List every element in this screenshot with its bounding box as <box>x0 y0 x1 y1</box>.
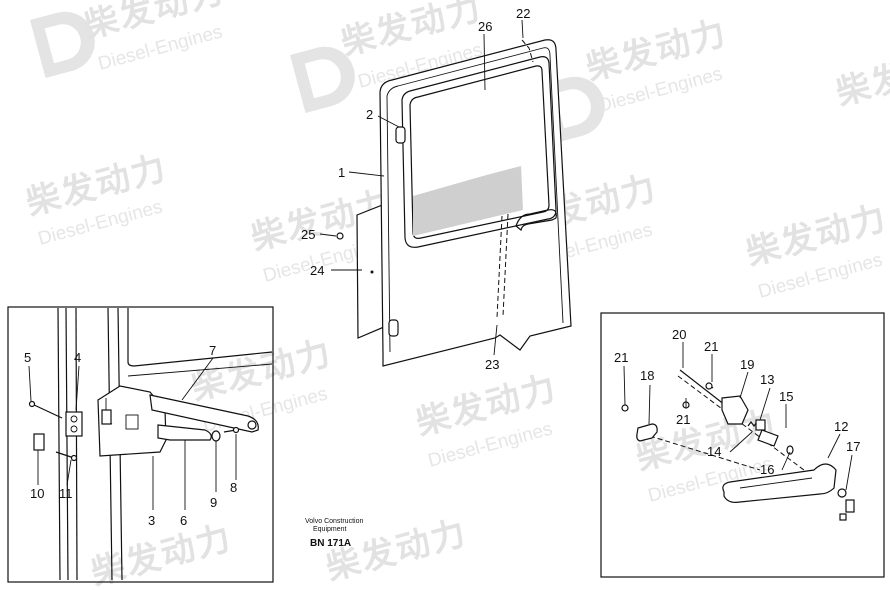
callout-15: 15 <box>779 389 793 404</box>
callout-18: 18 <box>640 368 654 383</box>
bolt-5 <box>31 403 63 419</box>
callout-2: 2 <box>366 107 373 122</box>
spindle-20 <box>679 369 726 406</box>
latch-body-3 <box>97 385 167 457</box>
callout-4: 4 <box>74 350 81 365</box>
drawing-credits: Volvo Construction Equipment BN 171A <box>305 518 363 549</box>
callout-21a: 21 <box>614 350 628 365</box>
window-seal-22 <box>521 39 534 63</box>
screw-21a <box>621 404 629 412</box>
sleeve-16 <box>757 429 779 447</box>
striker-4 <box>65 411 83 437</box>
handle-detail-panel <box>600 312 885 578</box>
callout-19: 19 <box>740 357 754 372</box>
callout-10: 10 <box>30 486 44 501</box>
hinge-top-2 <box>395 126 406 144</box>
credit-line-1: Volvo Construction <box>305 518 363 525</box>
callout-20: 20 <box>672 327 686 342</box>
grab-handle-12 <box>722 463 837 503</box>
linkage-rod-7 <box>149 394 259 433</box>
door-callouts: 1 2 22 26 25 24 23 <box>301 6 530 372</box>
latch-callouts: 5 4 7 8 9 6 3 10 11 <box>24 343 237 528</box>
callout-16: 16 <box>760 462 774 477</box>
callout-21c: 21 <box>676 412 690 427</box>
latch-detail-panel <box>7 306 274 583</box>
screw-21b <box>705 382 713 390</box>
plate-10 <box>33 433 45 451</box>
handle-detail-frame <box>600 312 885 578</box>
callout-5: 5 <box>24 350 31 365</box>
lock-cylinder-17 <box>837 488 847 498</box>
door-strip-23 <box>496 215 503 319</box>
callout-8: 8 <box>230 480 237 495</box>
watermark-logo-icon <box>30 11 95 78</box>
callout-12: 12 <box>834 419 848 434</box>
callout-9: 9 <box>210 495 217 510</box>
window-shadow <box>413 165 523 236</box>
watermark-cn-12: 柴发动力 <box>87 519 236 590</box>
hinge-bottom <box>388 319 399 337</box>
watermark-logo-icon <box>290 46 355 113</box>
callout-17: 17 <box>846 439 860 454</box>
callout-7: 7 <box>209 343 216 358</box>
callout-13: 13 <box>760 372 774 387</box>
bracket-19 <box>721 395 749 425</box>
nut-11 <box>70 454 78 462</box>
watermark-cn-4: 柴发动力 <box>832 39 890 113</box>
callout-6: 6 <box>180 513 187 528</box>
window-frame-outer <box>401 56 557 248</box>
handle-callouts: 20 21 21 18 21 19 13 15 14 16 12 17 <box>614 327 860 491</box>
door-edge-inner <box>386 47 564 353</box>
credit-line-2: Equipment <box>313 526 347 533</box>
door-strip-23b <box>502 213 509 317</box>
callout-21b: 21 <box>704 339 718 354</box>
callout-24: 24 <box>310 263 324 278</box>
callout-26: 26 <box>478 19 492 34</box>
drawing-code: BN 171A <box>310 538 351 549</box>
door-handle <box>515 209 557 232</box>
callout-1: 1 <box>338 165 345 180</box>
callout-22: 22 <box>516 6 530 21</box>
callout-3: 3 <box>148 513 155 528</box>
door-assembly <box>336 39 572 367</box>
callout-25: 25 <box>301 227 315 242</box>
screw-25 <box>336 232 344 240</box>
pin-9 <box>211 430 221 442</box>
callout-14: 14 <box>707 444 721 459</box>
bushing-13 <box>755 419 766 431</box>
lever-6 <box>157 424 212 441</box>
callout-23: 23 <box>485 357 499 372</box>
callout-11: 11 <box>59 486 73 501</box>
cover-18 <box>636 423 658 442</box>
latch-detail-frame <box>7 306 274 583</box>
key-17 <box>845 499 855 513</box>
